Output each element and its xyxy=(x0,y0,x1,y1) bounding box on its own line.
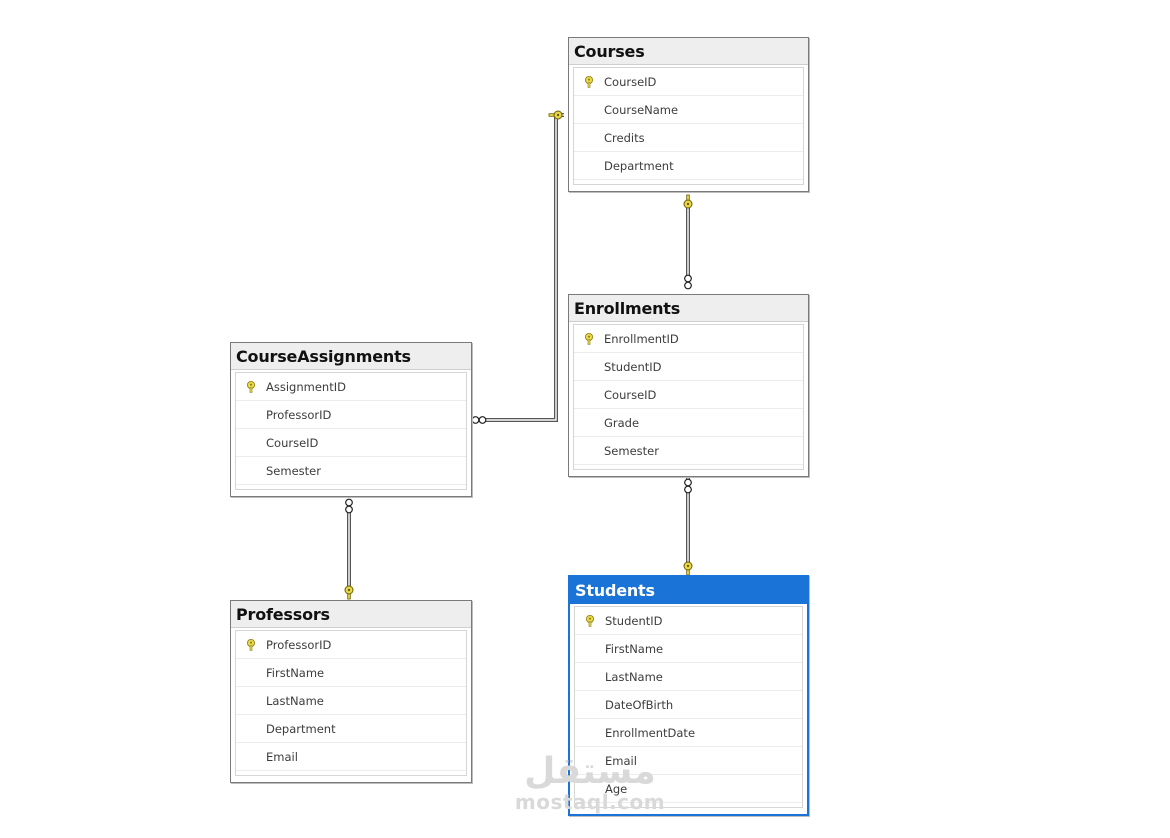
column-row[interactable]: Age xyxy=(575,775,802,803)
column-name: StudentID xyxy=(604,359,662,374)
column-name: CourseID xyxy=(266,435,319,450)
table-course-assignments[interactable]: CourseAssignments AssignmentID ProfessorI… xyxy=(230,342,472,497)
column-row[interactable]: FirstName xyxy=(575,635,802,663)
column-name: Department xyxy=(266,721,336,736)
table-title[interactable]: Professors xyxy=(231,601,471,628)
column-name: StudentID xyxy=(605,613,663,628)
column-row[interactable]: Department xyxy=(574,152,803,180)
list-spacer xyxy=(575,803,802,807)
table-title[interactable]: Courses xyxy=(569,38,808,65)
list-spacer xyxy=(574,180,803,184)
column-row[interactable]: CourseID xyxy=(574,381,803,409)
table-title[interactable]: Enrollments xyxy=(569,295,808,322)
column-name: Age xyxy=(605,781,628,796)
column-name: FirstName xyxy=(605,641,664,656)
column-name: Email xyxy=(266,749,298,764)
column-name: ProfessorID xyxy=(266,637,332,652)
column-name: CourseName xyxy=(604,102,679,117)
column-name: Email xyxy=(605,753,637,768)
column-row[interactable]: Department xyxy=(236,715,466,743)
relationship-connector xyxy=(344,498,354,600)
column-name: Grade xyxy=(604,415,640,430)
list-spacer xyxy=(574,465,803,469)
column-name: ProfessorID xyxy=(266,407,332,422)
column-name: AssignmentID xyxy=(266,379,346,394)
relationship-connector xyxy=(683,478,693,576)
key-slot xyxy=(575,614,605,627)
column-name: DateOfBirth xyxy=(605,697,674,712)
key-endpoint-icon xyxy=(344,585,354,600)
column-row[interactable]: ProfessorID xyxy=(236,401,466,429)
key-slot xyxy=(574,332,604,345)
column-row[interactable]: Semester xyxy=(574,437,803,465)
column-row[interactable]: Email xyxy=(236,743,466,771)
column-name: CourseID xyxy=(604,387,657,402)
column-name: Semester xyxy=(604,443,659,458)
column-name: EnrollmentDate xyxy=(605,725,696,740)
relationship-connector xyxy=(471,110,564,424)
column-row[interactable]: EnrollmentDate xyxy=(575,719,802,747)
column-name: Credits xyxy=(604,130,645,145)
column-name: Semester xyxy=(266,463,321,478)
key-endpoint-icon xyxy=(548,110,563,120)
column-row[interactable]: ProfessorID xyxy=(236,631,466,659)
column-row[interactable]: StudentID xyxy=(575,607,802,635)
column-name: CourseID xyxy=(604,74,657,89)
key-icon xyxy=(584,75,594,88)
column-row[interactable]: LastName xyxy=(575,663,802,691)
column-row[interactable]: Credits xyxy=(574,124,803,152)
list-spacer xyxy=(236,771,466,775)
key-icon xyxy=(246,638,256,651)
connector-line xyxy=(475,113,564,422)
key-icon xyxy=(585,614,595,627)
column-row[interactable]: DateOfBirth xyxy=(575,691,802,719)
column-name: Department xyxy=(604,158,674,173)
column-row[interactable]: Semester xyxy=(236,457,466,485)
key-endpoint-icon xyxy=(683,194,693,209)
column-name: LastName xyxy=(266,693,324,708)
column-name: FirstName xyxy=(266,665,325,680)
infinity-endpoint-icon xyxy=(684,478,692,494)
key-endpoint-icon xyxy=(683,561,693,576)
column-row[interactable]: EnrollmentID xyxy=(574,325,803,353)
infinity-endpoint-icon xyxy=(471,416,487,424)
key-icon xyxy=(246,380,256,393)
key-slot xyxy=(574,75,604,88)
column-name: EnrollmentID xyxy=(604,331,679,346)
key-slot xyxy=(236,638,266,651)
column-row[interactable]: CourseName xyxy=(574,96,803,124)
column-row[interactable]: Email xyxy=(575,747,802,775)
column-row[interactable]: LastName xyxy=(236,687,466,715)
infinity-endpoint-icon xyxy=(345,498,353,514)
column-list: AssignmentID ProfessorID CourseID Semester xyxy=(235,372,467,490)
column-row[interactable]: Grade xyxy=(574,409,803,437)
relationship-connector xyxy=(683,194,693,290)
column-row[interactable]: CourseID xyxy=(574,68,803,96)
connector-line-inner xyxy=(475,114,564,421)
column-row[interactable]: FirstName xyxy=(236,659,466,687)
column-row[interactable]: CourseID xyxy=(236,429,466,457)
key-slot xyxy=(236,380,266,393)
column-row[interactable]: StudentID xyxy=(574,353,803,381)
table-title[interactable]: CourseAssignments xyxy=(231,343,471,370)
key-icon xyxy=(584,332,594,345)
table-title[interactable]: Students xyxy=(570,577,807,604)
column-row[interactable]: AssignmentID xyxy=(236,373,466,401)
table-enrollments[interactable]: Enrollments EnrollmentID StudentID CourseI… xyxy=(568,294,809,477)
list-spacer xyxy=(236,485,466,489)
column-name: LastName xyxy=(605,669,663,684)
infinity-endpoint-icon xyxy=(684,274,692,290)
